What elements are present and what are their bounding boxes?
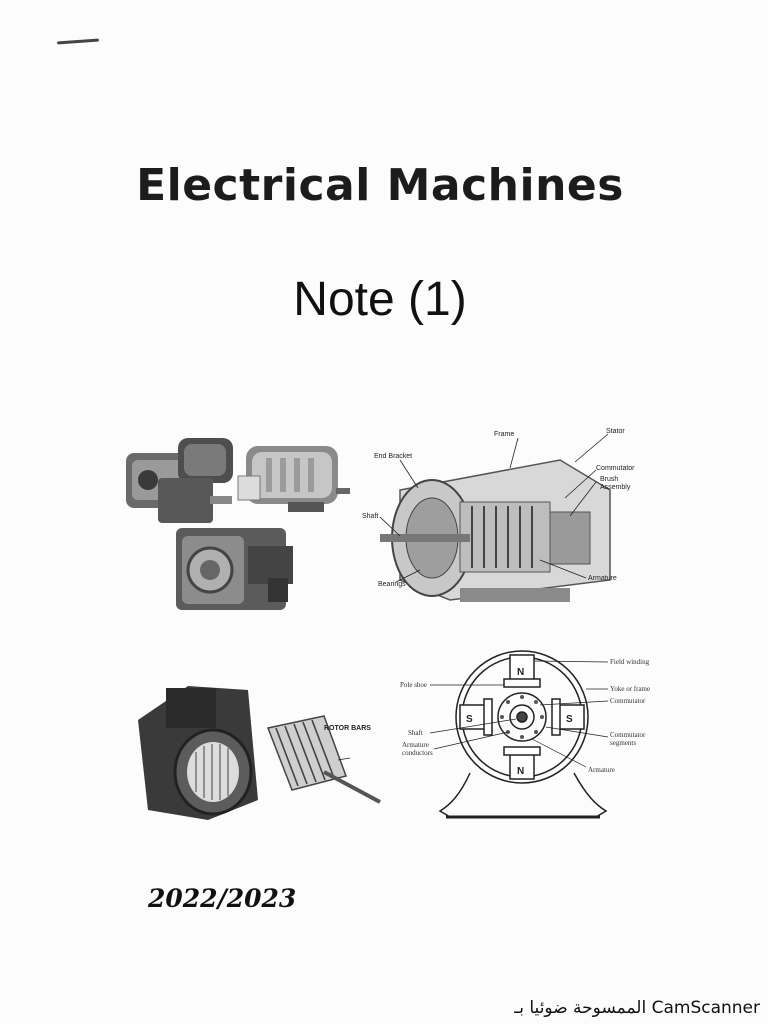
label-yoke-or-frame: Yoke or frame [610, 685, 650, 693]
label-armature-conductors-line1: Armature [402, 741, 429, 749]
dc-machine-cross-section: N N S S Field winding Pole shoe Yoke or … [400, 645, 690, 825]
pole-s-right: S [566, 714, 573, 725]
stator-housing-image [138, 686, 258, 820]
induction-motor-rotor-photo: ROTOR BARS [128, 680, 388, 825]
label-bearings: Bearings [378, 581, 406, 588]
pole-s-left: S [466, 714, 473, 725]
camscanner-watermark: الممسوحة ضوئيا بـ CamScanner [514, 998, 760, 1018]
label-end-bracket: End Bracket [374, 453, 412, 460]
label-commutator: Commutator [596, 465, 635, 472]
label-commutator-xs: Commutator [610, 697, 646, 705]
label-armature-conductors-line2: conductors [402, 749, 433, 757]
cross-section-leader-lines [429, 660, 609, 768]
cutaway-body [380, 459, 611, 602]
motor-bottom-image [176, 528, 293, 610]
academic-year: 2022/2023 [148, 884, 297, 913]
label-assembly: Assembly [600, 484, 631, 491]
label-commutator-segments-line2: segments [610, 739, 636, 747]
page-title: Electrical Machines [136, 160, 624, 211]
label-pole-shoe: Pole shoe [400, 681, 427, 689]
pole-n-top: N [517, 667, 524, 678]
pole-n-bottom: N [517, 766, 524, 777]
label-field-winding: Field winding [610, 658, 650, 666]
motor-right-image [237, 446, 350, 512]
label-brush: Brush [600, 476, 618, 483]
cutaway-leader-lines [379, 433, 609, 583]
cross-section-drawing [438, 650, 608, 819]
dc-motors-photo [118, 418, 358, 618]
label-stator: Stator [606, 428, 625, 435]
motor-left-image [126, 438, 233, 523]
rotor-image [266, 715, 381, 804]
page-subtitle: Note (1) [293, 273, 467, 326]
dc-machine-cutaway: Frame Stator End Bracket Commutator Brus… [360, 420, 650, 620]
label-armature-xs: Armature [588, 766, 615, 774]
label-shaft: Shaft [362, 513, 378, 520]
armature-conductors [500, 695, 544, 739]
label-armature: Armature [588, 575, 617, 582]
scan-artifact-mark [56, 38, 100, 45]
label-rotor-bars: ROTOR BARS [324, 725, 371, 732]
label-frame: Frame [494, 431, 514, 438]
label-commutator-segments-line1: Commutator [610, 731, 646, 739]
label-shaft-xs: Shaft [408, 729, 423, 737]
